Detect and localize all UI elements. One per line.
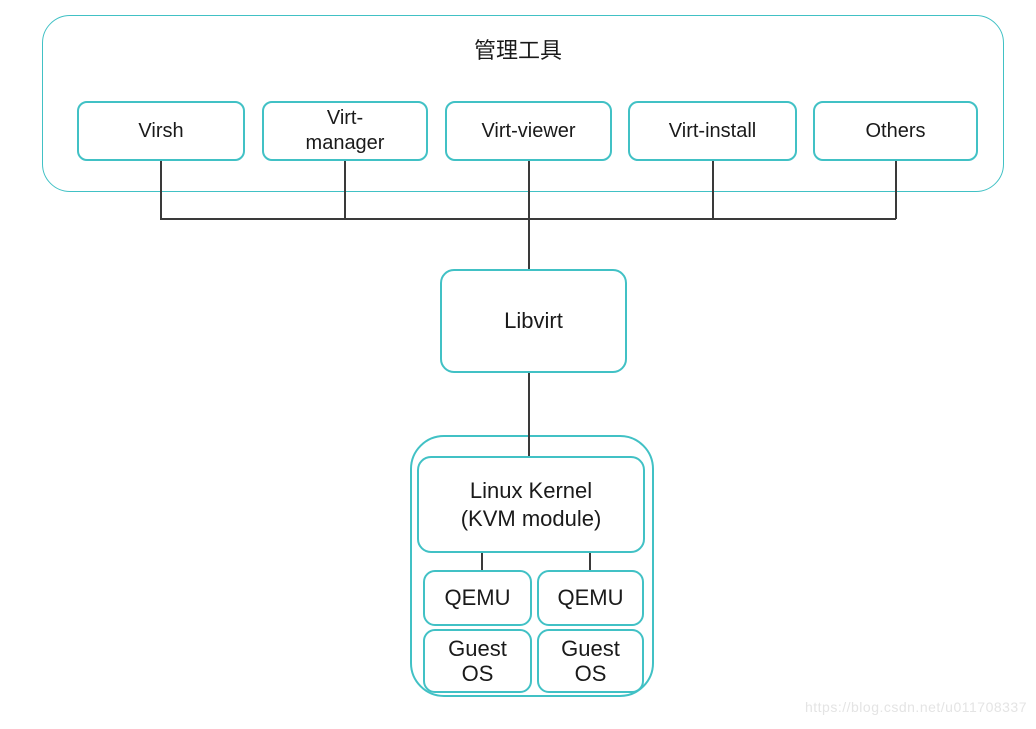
node-guest-os-2: Guest OS — [537, 629, 644, 693]
node-guest-os-1: Guest OS — [423, 629, 532, 693]
connector-bus-line — [160, 218, 896, 220]
node-others: Others — [813, 101, 978, 161]
node-virt-viewer: Virt-viewer — [445, 101, 612, 161]
node-qemu-1: QEMU — [423, 570, 532, 626]
connector-kernel-qemu-2 — [589, 553, 591, 571]
connector-kernel-qemu-1 — [481, 553, 483, 571]
node-qemu-2: QEMU — [537, 570, 644, 626]
node-virsh: Virsh — [77, 101, 245, 161]
node-linux-kernel: Linux Kernel (KVM module) — [417, 456, 645, 553]
management-tools-title: 管理工具 — [473, 38, 562, 63]
connector-libvirt-kernel — [528, 373, 530, 457]
connector-virt-manager-bus — [344, 161, 346, 219]
node-virt-install: Virt-install — [628, 101, 797, 161]
node-virt-manager: Virt- manager — [262, 101, 428, 161]
connector-virt-viewer-libvirt — [528, 161, 530, 269]
connector-virt-install-bus — [712, 161, 714, 219]
connector-virsh-bus — [160, 161, 162, 219]
connector-others-bus — [895, 161, 897, 219]
node-libvirt: Libvirt — [440, 269, 627, 373]
watermark-url: https://blog.csdn.net/u011708337 — [804, 699, 1027, 715]
